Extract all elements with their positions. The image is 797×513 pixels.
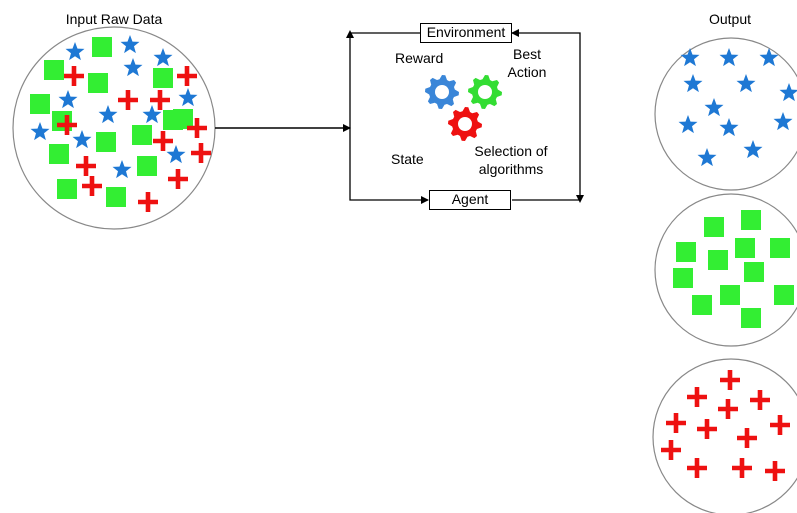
star-icon bbox=[678, 115, 698, 134]
output-circle-stars bbox=[654, 37, 797, 191]
star-icon bbox=[743, 140, 763, 159]
plus-icon bbox=[732, 458, 752, 478]
environment-box: Environment bbox=[420, 23, 512, 43]
square-icon bbox=[106, 187, 126, 207]
square-icon bbox=[96, 132, 116, 152]
star-icon bbox=[123, 58, 143, 77]
star-icon bbox=[72, 130, 92, 149]
star-icon bbox=[773, 112, 793, 131]
gear-icon bbox=[468, 75, 502, 109]
plus-icon bbox=[191, 143, 211, 163]
plus-icon bbox=[737, 428, 757, 448]
square-icon bbox=[708, 250, 728, 270]
square-icon bbox=[132, 125, 152, 145]
plus-icon bbox=[57, 115, 77, 135]
star-icon bbox=[719, 48, 739, 67]
agent-box: Agent bbox=[429, 190, 511, 210]
plus-icon bbox=[76, 156, 96, 176]
star-icon bbox=[779, 83, 797, 102]
gear-icon bbox=[425, 75, 459, 109]
square-icon bbox=[770, 238, 790, 258]
plus-icon bbox=[718, 399, 738, 419]
plus-icon bbox=[750, 390, 770, 410]
square-icon bbox=[673, 268, 693, 288]
star-icon bbox=[719, 118, 739, 137]
plus-icon bbox=[697, 419, 717, 439]
star-icon bbox=[153, 48, 173, 67]
plus-icon bbox=[64, 66, 84, 86]
reward-label: Reward bbox=[395, 50, 444, 66]
square-icon bbox=[92, 37, 112, 57]
plus-icon bbox=[138, 192, 158, 212]
plus-icon bbox=[168, 169, 188, 189]
star-icon bbox=[683, 74, 703, 93]
square-icon bbox=[735, 238, 755, 258]
input-shapes bbox=[30, 35, 211, 212]
plus-icon bbox=[661, 440, 681, 460]
plus-icon bbox=[720, 370, 740, 390]
square-icon bbox=[676, 242, 696, 262]
square-icon bbox=[57, 179, 77, 199]
star-icon bbox=[736, 74, 756, 93]
agent-label: Agent bbox=[451, 191, 489, 207]
action-label: Action bbox=[507, 64, 547, 80]
star-icon bbox=[178, 88, 198, 107]
star-icon bbox=[58, 90, 78, 109]
star-icon bbox=[120, 35, 140, 54]
star-icon bbox=[30, 122, 50, 141]
square-icon bbox=[44, 60, 64, 80]
plus-icon bbox=[687, 458, 707, 478]
square-icon bbox=[744, 262, 764, 282]
star-icon bbox=[680, 48, 700, 67]
output-shapes bbox=[661, 48, 797, 481]
plus-icon bbox=[118, 90, 138, 110]
star-icon bbox=[112, 160, 132, 179]
selection-label: Selection of bbox=[474, 143, 548, 159]
square-icon bbox=[30, 94, 50, 114]
plus-icon bbox=[687, 387, 707, 407]
loop-arrowhead-right-bottom bbox=[576, 195, 584, 203]
plus-icon bbox=[765, 461, 785, 481]
square-icon bbox=[704, 217, 724, 237]
star-icon bbox=[697, 148, 717, 167]
square-icon bbox=[137, 156, 157, 176]
square-icon bbox=[88, 73, 108, 93]
square-icon bbox=[692, 295, 712, 315]
star-icon bbox=[759, 48, 779, 67]
input-title: Input Raw Data bbox=[65, 11, 163, 27]
square-icon bbox=[741, 308, 761, 328]
state-label: State bbox=[391, 151, 424, 167]
environment-label: Environment bbox=[426, 24, 506, 40]
star-icon bbox=[65, 42, 85, 61]
star-icon bbox=[704, 98, 724, 117]
square-icon bbox=[741, 210, 761, 230]
square-icon bbox=[49, 144, 69, 164]
plus-icon bbox=[150, 90, 170, 110]
plus-icon bbox=[153, 131, 173, 151]
square-icon bbox=[153, 68, 173, 88]
plus-icon bbox=[177, 66, 197, 86]
loop-arrowhead-left-top bbox=[346, 30, 354, 38]
output-title: Output bbox=[708, 11, 752, 27]
square-icon bbox=[774, 285, 794, 305]
plus-icon bbox=[187, 118, 207, 138]
star-icon bbox=[142, 105, 162, 124]
plus-icon bbox=[82, 176, 102, 196]
gears bbox=[425, 75, 502, 141]
gear-icon bbox=[448, 107, 482, 141]
star-icon bbox=[166, 145, 186, 164]
plus-icon bbox=[770, 415, 790, 435]
best-label: Best bbox=[512, 46, 541, 62]
square-icon bbox=[163, 110, 183, 130]
square-icon bbox=[720, 285, 740, 305]
star-icon bbox=[98, 105, 118, 124]
algorithms-label: algorithms bbox=[478, 161, 544, 177]
plus-icon bbox=[666, 413, 686, 433]
